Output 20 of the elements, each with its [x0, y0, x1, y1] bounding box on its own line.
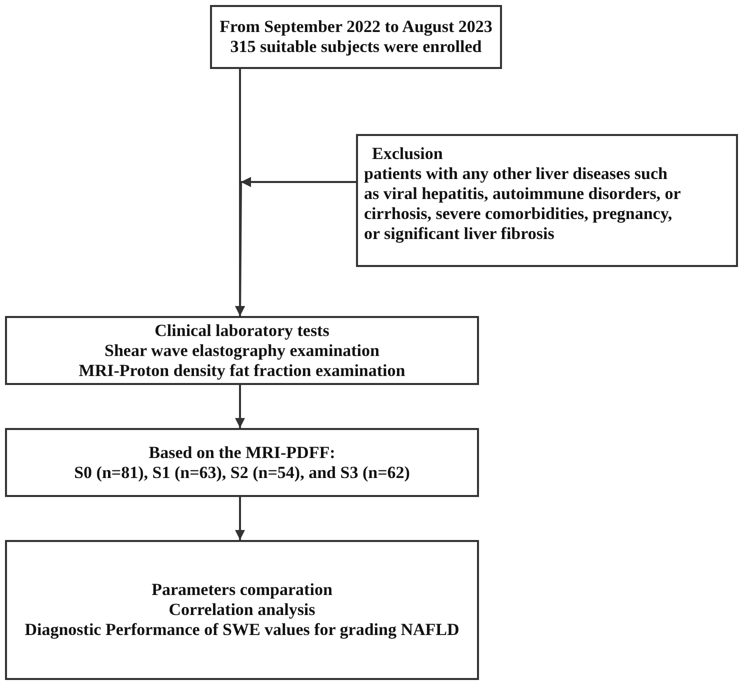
box-text: Based on the MRI-PDFF:	[148, 442, 336, 462]
arrow	[235, 497, 245, 540]
process-box	[5, 428, 479, 497]
box-text: patients with any other liver diseases such as viral hepatitis, autoimmune disorders, or cirrhosis, severe comorbidities, pregnancy, or significant liver fibrosis	[364, 164, 682, 244]
box-text: 315 suitable subjects were enrolled	[230, 37, 482, 57]
process-box	[5, 316, 479, 385]
arrow	[235, 385, 245, 428]
box-text: Correlation analysis	[168, 600, 316, 620]
process-box	[5, 540, 479, 680]
box-text: From September 2022 to August 2023	[220, 17, 492, 37]
box-text: S0 (n=81), S1 (n=63), S2 (n=54), and S3 (n=62)	[74, 462, 410, 482]
exclusion-box	[356, 134, 738, 267]
box-text: Clinical laboratory tests	[154, 320, 330, 340]
box-text: Diagnostic Performance of SWE values for grading NAFLD	[24, 620, 460, 640]
box-text: MRI-Proton density fat fraction examination	[78, 360, 406, 380]
box-text: Shear wave elastography examination	[104, 340, 380, 360]
box-text: Parameters comparation	[152, 580, 332, 600]
process-box	[210, 5, 502, 69]
arrow	[235, 177, 357, 317]
box-heading: Exclusion	[371, 144, 443, 164]
